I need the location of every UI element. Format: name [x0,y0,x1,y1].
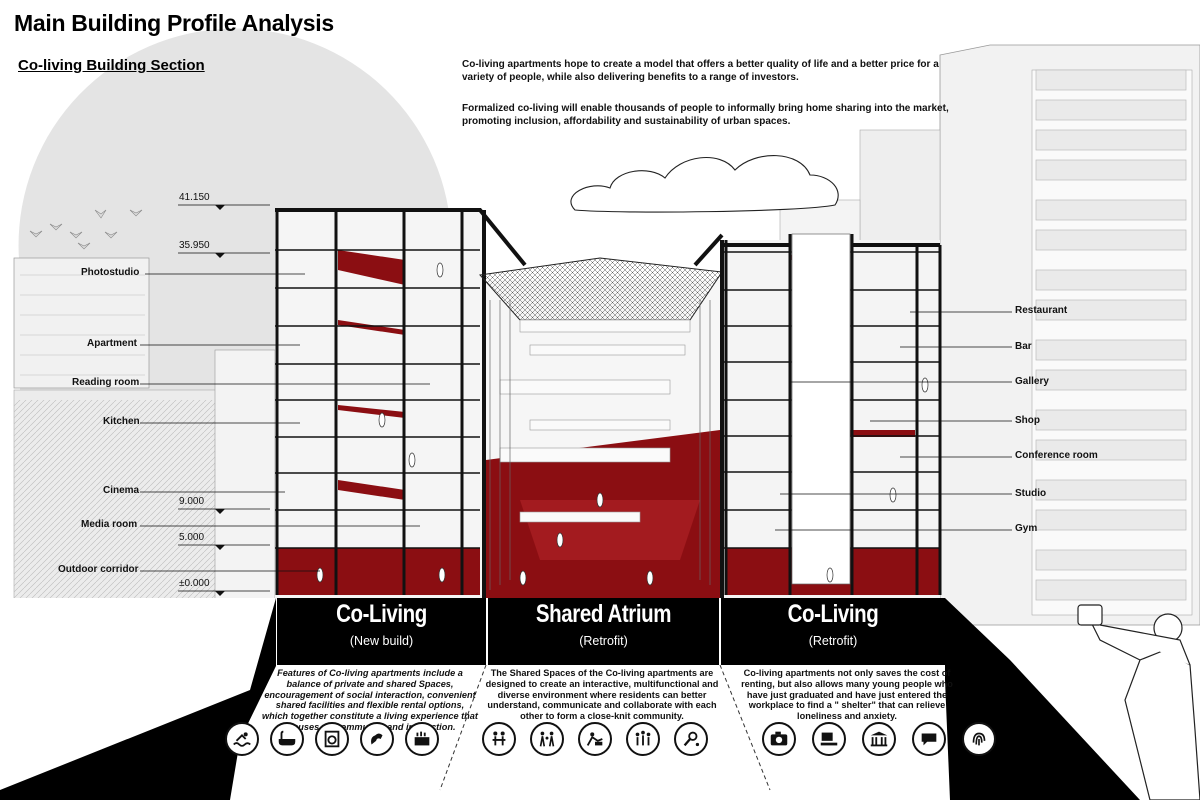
intro-paragraph-2: Formalized co-living will enable thousan… [462,103,949,127]
icon-row-middle [482,722,708,756]
elevation-label: ±0.000 [179,578,210,589]
room-label-photostudio: Photostudio [81,267,140,278]
elevation-label: 41.150 [179,192,210,203]
workstation-icon [812,722,846,756]
elevation-label: 9.000 [179,496,205,507]
room-label-conference-room: Conference room [1015,450,1098,461]
band-sub-shared-atrium: (Retrofit) [579,634,628,648]
room-label-kitchen: Kitchen [103,416,140,427]
room-label-bar: Bar [1015,341,1032,352]
room-label-restaurant: Restaurant [1015,305,1068,316]
band-title-coliving-retrofit: Co-Living [787,600,879,628]
kitchen-icon [405,722,439,756]
room-label-reading-room: Reading room [72,377,140,388]
speech-icon [912,722,946,756]
band-title-coliving-new: Co-Living [336,600,427,628]
elevation-label: 35.950 [179,240,210,251]
camera-icon [762,722,796,756]
right-building-section [724,233,942,600]
cloud [570,155,839,213]
room-label-outdoor-corridor: Outdoor corridor [58,564,139,575]
tennis-icon [674,722,708,756]
description-shared-atrium: The Shared Spaces of the Co-living apart… [485,668,719,722]
ground-black-right [945,598,1140,800]
leader-lines-left [140,273,430,572]
fingerprint-icon [962,722,996,756]
icon-row-left [225,722,439,756]
room-label-apartment: Apartment [87,338,138,349]
band-title-shared-atrium: Shared Atrium [535,600,672,628]
room-label-studio: Studio [1015,488,1047,499]
birds [29,209,143,250]
atrium-section [479,233,724,598]
room-label-shop: Shop [1015,415,1040,426]
left-building-section [275,208,527,600]
band-sub-coliving-retrofit: (Retrofit) [808,634,858,648]
band-right [721,598,945,665]
intro-paragraph-1: Co-living apartments hope to create a mo… [462,59,939,83]
laundry-icon [315,722,349,756]
band-middle [488,598,719,665]
elevation-label: 5.000 [179,532,205,543]
swimmer-icon [225,722,259,756]
bathtub-icon [270,722,304,756]
icon-row-right [762,722,996,756]
leader-lines-right [775,311,1012,531]
ground-black-left [0,598,276,800]
family-icon [530,722,564,756]
section-subtitle: Co-living Building Section [18,57,205,74]
elevation-markers [178,204,270,596]
fitness-icon [360,722,394,756]
library-icon [862,722,896,756]
room-label-gym: Gym [1015,523,1038,534]
reading-icon [578,722,612,756]
description-coliving-retrofit: Co-living apartments not only saves the … [741,668,953,722]
people [316,262,929,586]
room-label-cinema: Cinema [103,485,140,496]
meeting-icon [482,722,516,756]
photographer-figure [1077,604,1200,800]
page-title: Main Building Profile Analysis [14,10,334,36]
band-left [277,598,486,665]
room-label-gallery: Gallery [1015,376,1049,387]
social-icon [626,722,660,756]
band-sub-coliving-new: (New build) [349,634,414,648]
room-label-media-room: Media room [81,519,138,530]
